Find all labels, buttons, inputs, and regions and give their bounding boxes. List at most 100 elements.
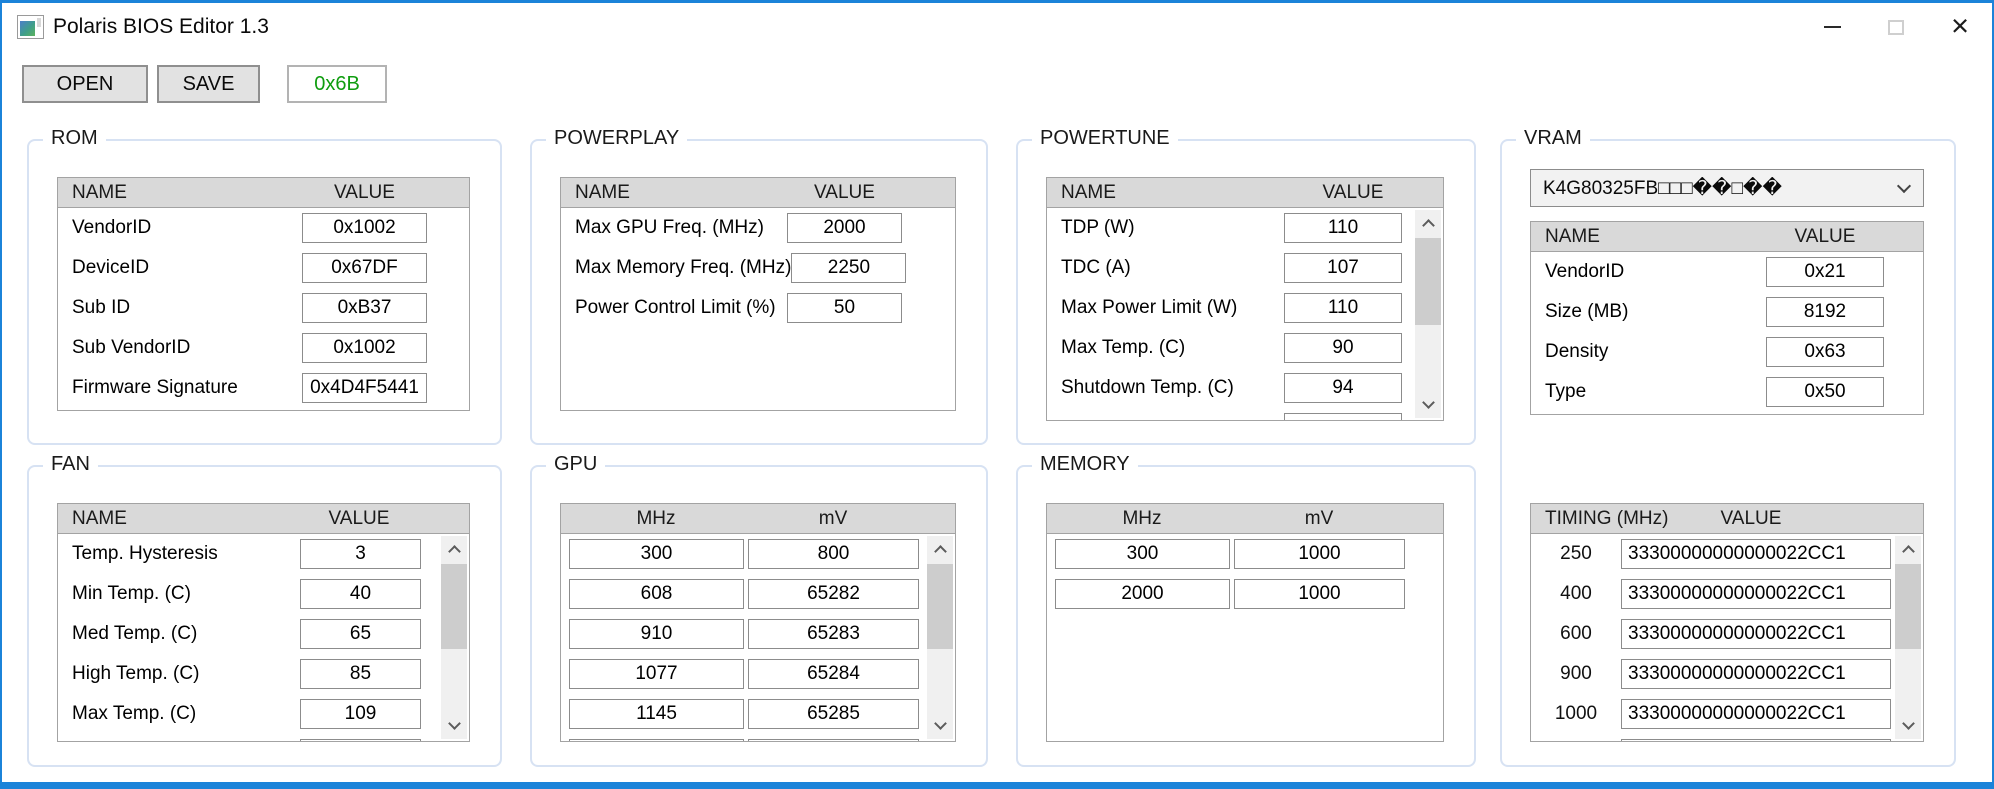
gpu-scrollbar[interactable] bbox=[927, 536, 953, 739]
table-row bbox=[561, 574, 955, 614]
powerplay-table: NAME VALUE Max GPU Freq. (MHz) Max Memor… bbox=[560, 177, 956, 411]
table-row: Min Temp. (C) bbox=[58, 574, 469, 614]
scroll-down-icon[interactable] bbox=[1415, 392, 1441, 418]
powertune-scrollbar[interactable] bbox=[1415, 210, 1441, 418]
max-temp-field[interactable] bbox=[1284, 333, 1402, 363]
vram-density-field[interactable] bbox=[1766, 337, 1884, 367]
group-powertune: POWERTUNE NAME VALUE TDP (W) TDC (A) Max… bbox=[1016, 127, 1476, 445]
table-row: 250 bbox=[1531, 534, 1923, 574]
med-temp-field[interactable] bbox=[300, 619, 421, 649]
chevron-down-icon bbox=[1896, 178, 1912, 193]
timing-900-field[interactable] bbox=[1621, 659, 1891, 689]
window-controls: × bbox=[1800, 3, 1992, 51]
table-row: Type bbox=[1531, 372, 1923, 412]
min-temp-field[interactable] bbox=[300, 579, 421, 609]
gpu-state-mv-field[interactable] bbox=[748, 619, 919, 649]
table-row: 400 bbox=[1531, 574, 1923, 614]
vram-size-field[interactable] bbox=[1766, 297, 1884, 327]
vram-col-value: VALUE bbox=[1794, 225, 1856, 247]
timing-250-field[interactable] bbox=[1621, 539, 1891, 569]
group-memory: MEMORY MHz mV bbox=[1016, 453, 1476, 767]
fan-col-value: VALUE bbox=[328, 507, 390, 529]
close-icon: × bbox=[1950, 7, 1970, 43]
timing-1000-field[interactable] bbox=[1621, 699, 1891, 729]
scroll-up-icon[interactable] bbox=[441, 536, 467, 562]
scroll-up-icon[interactable] bbox=[1895, 536, 1921, 562]
gpu-state-mv-field[interactable] bbox=[748, 579, 919, 609]
memory-state-mv-field[interactable] bbox=[1234, 579, 1405, 609]
clipped-field bbox=[569, 739, 744, 741]
table-row: Sub ID bbox=[58, 288, 469, 328]
clipped-field bbox=[300, 739, 421, 741]
scrollbar-thumb[interactable] bbox=[441, 564, 467, 650]
scrollbar-thumb[interactable] bbox=[1415, 238, 1441, 326]
max-gpu-freq-field[interactable] bbox=[787, 213, 902, 243]
table-row: High Temp. (C) bbox=[58, 654, 469, 694]
shutdown-temp-field[interactable] bbox=[1284, 373, 1402, 403]
group-vram: VRAM K4G80325FB□□□��□�� NAME VALUE Vendo… bbox=[1500, 127, 1956, 767]
group-rom: ROM NAME VALUE VendorID DeviceID Sub ID … bbox=[27, 127, 502, 445]
scroll-down-icon[interactable] bbox=[1895, 713, 1921, 739]
rom-firmware-signature-field[interactable] bbox=[302, 373, 427, 403]
table-row: DeviceID bbox=[58, 248, 469, 288]
max-memory-freq-field[interactable] bbox=[791, 253, 907, 283]
timing-400-field[interactable] bbox=[1621, 579, 1891, 609]
table-row: Size (MB) bbox=[1531, 292, 1923, 332]
gpu-state-mhz-field[interactable] bbox=[569, 539, 744, 569]
fan-table: NAME VALUE Temp. Hysteresis Min Temp. (C… bbox=[57, 503, 470, 742]
timing-scrollbar[interactable] bbox=[1895, 536, 1921, 739]
gpu-state-mhz-field[interactable] bbox=[569, 659, 744, 689]
maximize-icon bbox=[1888, 19, 1904, 35]
gpu-state-mv-field[interactable] bbox=[748, 659, 919, 689]
table-row bbox=[1047, 534, 1443, 574]
timing-600-field[interactable] bbox=[1621, 619, 1891, 649]
memory-state-mhz-field[interactable] bbox=[1055, 579, 1230, 609]
table-row bbox=[561, 534, 955, 574]
powerplay-col-name: NAME bbox=[575, 181, 630, 203]
rom-deviceid-field[interactable] bbox=[302, 253, 427, 283]
gpu-state-mv-field[interactable] bbox=[748, 699, 919, 729]
vram-chip-dropdown[interactable]: K4G80325FB□□□��□�� bbox=[1530, 169, 1924, 207]
vram-type-field[interactable] bbox=[1766, 377, 1884, 407]
max-power-limit-field[interactable] bbox=[1284, 293, 1402, 323]
rom-table: NAME VALUE VendorID DeviceID Sub ID Sub … bbox=[57, 177, 470, 411]
save-button[interactable]: SAVE bbox=[157, 65, 260, 103]
close-button[interactable]: × bbox=[1928, 3, 1992, 51]
group-powertune-title: POWERTUNE bbox=[1032, 127, 1178, 150]
tdc-field[interactable] bbox=[1284, 253, 1402, 283]
scroll-up-icon[interactable] bbox=[1415, 210, 1441, 236]
table-row: Density bbox=[1531, 332, 1923, 372]
rom-subid-field[interactable] bbox=[302, 293, 427, 323]
scrollbar-thumb[interactable] bbox=[927, 564, 953, 650]
table-row-partial bbox=[1047, 408, 1443, 420]
tdp-field[interactable] bbox=[1284, 213, 1402, 243]
group-memory-title: MEMORY bbox=[1032, 453, 1138, 476]
powertune-table: NAME VALUE TDP (W) TDC (A) Max Power Lim… bbox=[1046, 177, 1444, 421]
power-control-limit-field[interactable] bbox=[787, 293, 902, 323]
temp-hysteresis-field[interactable] bbox=[300, 539, 421, 569]
titlebar: Polaris BIOS Editor 1.3 × bbox=[2, 3, 1992, 51]
rom-subvendorid-field[interactable] bbox=[302, 333, 427, 363]
table-row: TDP (W) bbox=[1047, 208, 1443, 248]
open-button[interactable]: OPEN bbox=[22, 65, 148, 103]
vram-vendorid-field[interactable] bbox=[1766, 257, 1884, 287]
fan-col-name: NAME bbox=[72, 507, 127, 529]
scroll-up-icon[interactable] bbox=[927, 536, 953, 562]
minimize-button[interactable] bbox=[1800, 3, 1864, 51]
scrollbar-thumb[interactable] bbox=[1895, 564, 1921, 650]
fan-scrollbar[interactable] bbox=[441, 536, 467, 739]
scroll-down-icon[interactable] bbox=[927, 713, 953, 739]
high-temp-field[interactable] bbox=[300, 659, 421, 689]
gpu-state-mhz-field[interactable] bbox=[569, 699, 744, 729]
gpu-table: MHz mV bbox=[560, 503, 956, 742]
gpu-state-mhz-field[interactable] bbox=[569, 579, 744, 609]
scroll-down-icon[interactable] bbox=[441, 713, 467, 739]
memory-state-mv-field[interactable] bbox=[1234, 539, 1405, 569]
rom-vendorid-field[interactable] bbox=[302, 213, 427, 243]
gpu-state-mhz-field[interactable] bbox=[569, 619, 744, 649]
fan-max-temp-field[interactable] bbox=[300, 699, 421, 729]
memory-state-mhz-field[interactable] bbox=[1055, 539, 1230, 569]
table-row: Firmware Signature bbox=[58, 368, 469, 408]
timing-table: TIMING (MHz) VALUE 250 400 600 900 1000 bbox=[1530, 503, 1924, 742]
gpu-state-mv-field[interactable] bbox=[748, 539, 919, 569]
